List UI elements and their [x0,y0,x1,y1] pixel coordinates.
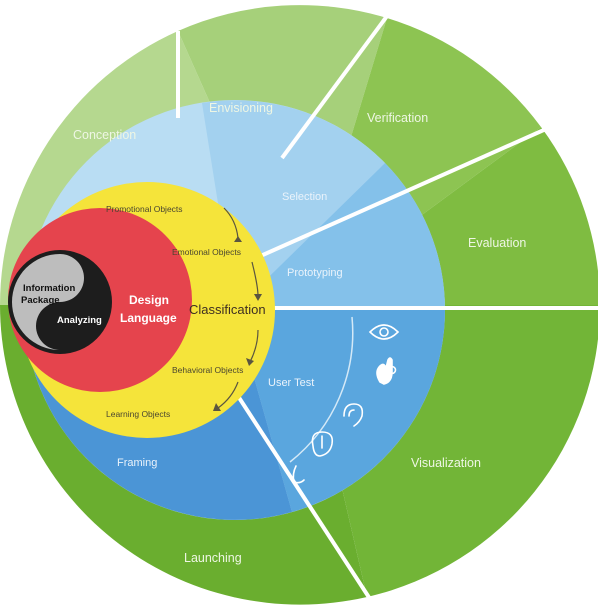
hand-icon [376,357,397,385]
label-framing: Framing [117,457,157,469]
label-classification: Classification [189,302,266,317]
label-selection: Selection [282,191,327,203]
label-user-test: User Test [268,377,314,389]
sector-prototyping [235,163,445,310]
eye-icon [368,324,400,340]
label-promotional-objects: Promotional Objects [106,204,183,214]
label-emotional-objects: Emotional Objects [172,247,241,257]
label-evaluation: Evaluation [468,236,526,250]
red-labels: Design Language [120,293,177,325]
label-language: Language [120,311,177,325]
arrow-3 [249,329,259,363]
label-envisioning: Envisioning [209,101,273,115]
label-package: Package [21,295,60,306]
divider-verification-evaluation [237,123,556,268]
core-yin-yang [8,250,112,354]
label-conception: Conception [73,128,136,142]
label-behavioral-objects: Behavioral Objects [172,365,243,375]
label-visualization: Visualization [411,456,481,470]
divider-visualization-launching [234,391,374,604]
core-labels: Information Package Analyzing [21,283,102,326]
yellow-labels: Promotional Objects Emotional Objects Cl… [106,204,266,419]
label-learning-objects: Learning Objects [106,409,170,419]
label-analyzing: Analyzing [57,315,102,326]
label-launching: Launching [184,551,242,565]
sense-icons [292,324,400,484]
divider-envisioning-verification [280,10,392,160]
label-verification: Verification [367,111,428,125]
label-information: Information [23,283,75,294]
label-design: Design [129,293,169,307]
blue-labels: Selection Prototyping User Test Framing [117,191,343,469]
ear-icon [343,403,364,427]
label-prototyping: Prototyping [287,267,343,279]
senses-arc [289,316,354,463]
arrow-4 [217,381,239,409]
tongue-icon [311,431,334,457]
flow-arrows [213,207,262,411]
dividers [176,10,598,604]
nose-icon [292,465,305,484]
arrow-1 [223,207,239,239]
outer-labels: Conception Envisioning Verification Eval… [73,101,526,565]
